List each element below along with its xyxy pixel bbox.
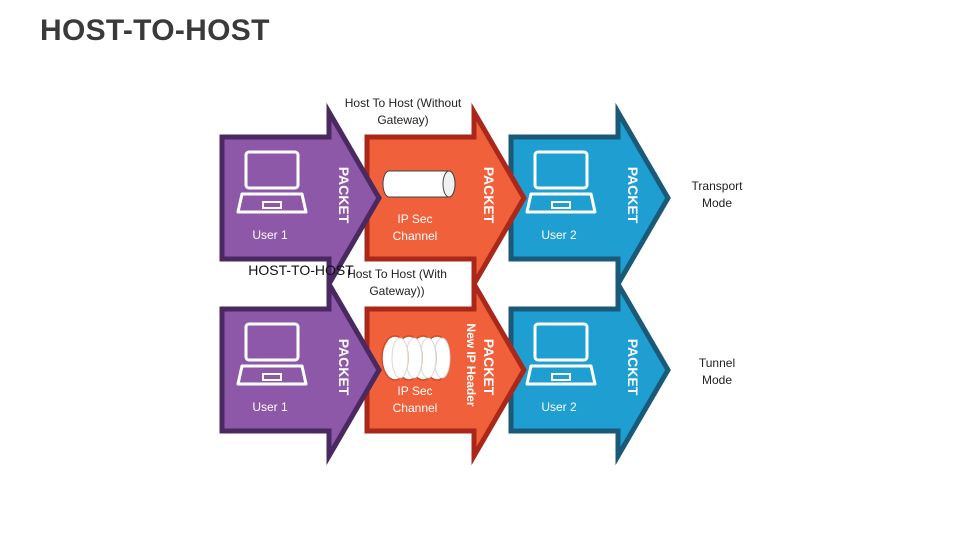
arrow-shape [219, 274, 382, 466]
arrow-caption: User 2 [541, 400, 577, 414]
packet-label: PACKET [481, 339, 497, 396]
laptop-icon [525, 150, 597, 214]
packet-label: PACKET [625, 167, 641, 224]
arrow-caption: Channel [393, 401, 438, 415]
tunnel-icon [382, 170, 456, 198]
multi-tunnel-icon [381, 335, 451, 381]
row-heading: Gateway)) [369, 284, 424, 298]
packet-label: PACKET [481, 167, 497, 224]
arrow-shape [508, 274, 671, 466]
arrow-caption: User 2 [541, 228, 577, 242]
laptop-icon [236, 322, 308, 386]
row-heading: Host To Host (Without [345, 96, 462, 110]
packet-label: PACKET [625, 339, 641, 396]
new-ip-header-label: New IP Header [464, 323, 478, 406]
packet-label: PACKET [336, 167, 352, 224]
arrow-caption: IP Sec [397, 212, 432, 226]
arrow-shape [364, 102, 527, 294]
mode-label: Tunnel [699, 356, 735, 370]
page-title: HOST-TO-HOST [40, 14, 270, 47]
blue-arrow: User 2 PACKET [508, 102, 671, 294]
arrow-caption: User 1 [252, 228, 288, 242]
arrow-caption: User 1 [252, 400, 288, 414]
arrow-caption: Channel [393, 229, 438, 243]
laptop-icon [236, 150, 308, 214]
purple-arrow: User 1 PACKET [219, 274, 382, 466]
mode-label: Mode [702, 196, 732, 210]
laptop-icon [525, 322, 597, 386]
packet-label: PACKET [336, 339, 352, 396]
mode-label: Mode [702, 373, 732, 387]
arrow-shape [508, 102, 671, 294]
purple-arrow: User 1 PACKET [219, 102, 382, 294]
row-heading: Gateway) [377, 113, 428, 127]
arrow-caption: IP Sec [397, 384, 432, 398]
arrow-shape [219, 102, 382, 294]
row-heading: Host To Host (With [347, 267, 447, 281]
blue-arrow: User 2 PACKET [508, 274, 671, 466]
mode-label: Transport [692, 179, 744, 193]
host-to-host-label: HOST-TO-HOST [248, 262, 354, 278]
